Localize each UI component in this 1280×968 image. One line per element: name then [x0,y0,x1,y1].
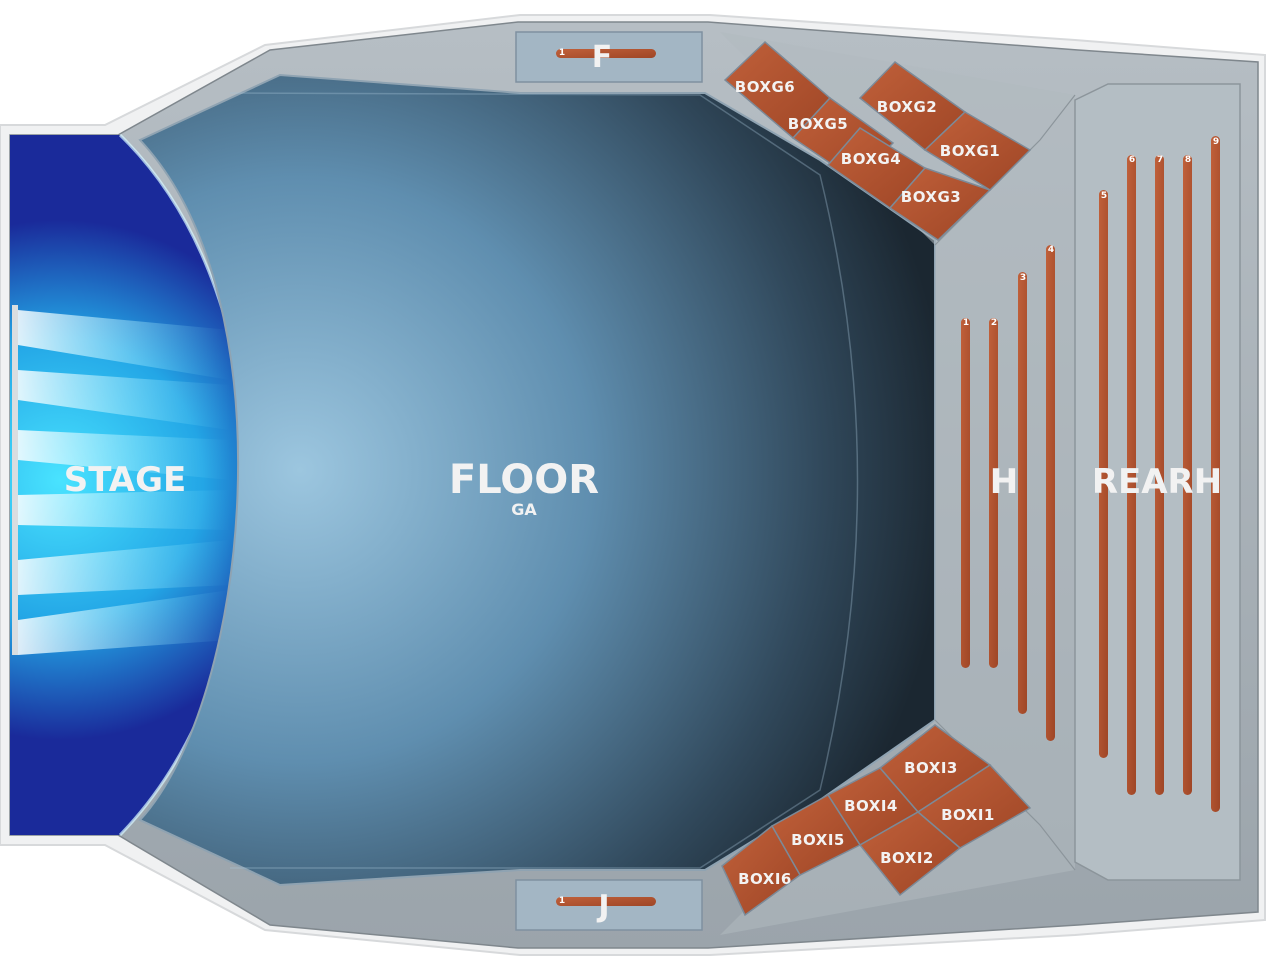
boxes-g: BOXG6 BOXG5 BOXG2 BOXG4 BOXG1 BOXG3 [723,40,1032,241]
section-floor[interactable]: FLOOR GA [138,73,936,887]
box-i2[interactable]: BOXI2 [858,811,962,897]
stage-label: STAGE [64,460,187,500]
row-number: 8 [1185,155,1191,165]
box-i5-label: BOXI5 [791,831,845,849]
box-g2-label: BOXG2 [877,98,937,116]
section-rearh-rows: 5 6 7 8 9 [1099,136,1220,812]
row-number: 7 [1157,155,1163,165]
section-j-row-1: 1 [559,896,565,906]
box-g1[interactable]: BOXG1 [923,111,1032,191]
box-g1-label: BOXG1 [940,142,1000,160]
seat-row[interactable] [1127,155,1136,795]
row-number: 9 [1213,137,1219,147]
boxes-i: BOXI3 BOXI4 BOXI1 BOXI5 BOXI2 BOXI6 [721,724,1032,917]
box-i1-label: BOXI1 [941,806,995,824]
section-f-label: F [592,40,613,75]
box-g4-label: BOXG4 [841,150,901,168]
box-g4[interactable]: BOXG4 [826,127,927,209]
box-g5-label: BOXG5 [788,115,848,133]
stage-light-beams [18,310,230,655]
seat-row[interactable] [1183,155,1192,795]
box-i6-label: BOXI6 [738,870,792,888]
row-number: 3 [1020,273,1026,283]
seat-row[interactable] [989,318,998,668]
row-number: 6 [1129,155,1135,165]
box-g3-label: BOXG3 [901,188,961,206]
box-i2-label: BOXI2 [880,849,934,867]
box-g3[interactable]: BOXG3 [888,167,992,241]
row-number: 4 [1048,245,1054,255]
floor-sublabel: GA [511,500,537,519]
stage[interactable]: STAGE [10,133,249,837]
floor-label: FLOOR [449,457,599,503]
seat-row[interactable] [1211,136,1220,812]
seat-row[interactable] [1018,272,1027,714]
section-j-label: J [596,889,609,924]
box-g2[interactable]: BOXG2 [858,61,967,151]
section-j[interactable]: 1 J [515,879,703,931]
section-f-row-1: 1 [559,48,565,58]
row-number: 1 [963,318,969,328]
seat-row[interactable] [1046,245,1055,741]
box-i6[interactable]: BOXI6 [721,824,801,917]
box-i3-label: BOXI3 [904,759,958,777]
seat-row[interactable] [1099,190,1108,758]
section-h-rows: 1 2 3 4 [961,245,1055,741]
row-number: 2 [991,318,997,328]
section-rearh[interactable]: 5 6 7 8 9 REARH [1074,83,1241,881]
section-h-label: H [990,462,1018,502]
seat-row[interactable] [1155,155,1164,795]
box-g6-label: BOXG6 [735,78,795,96]
section-h[interactable]: 1 2 3 4 H [720,32,1076,935]
row-number: 5 [1101,191,1107,201]
section-f[interactable]: 1 F [515,31,703,83]
box-i4-label: BOXI4 [844,797,898,815]
seat-row[interactable] [961,318,970,668]
section-rearh-label: REARH [1092,462,1222,502]
